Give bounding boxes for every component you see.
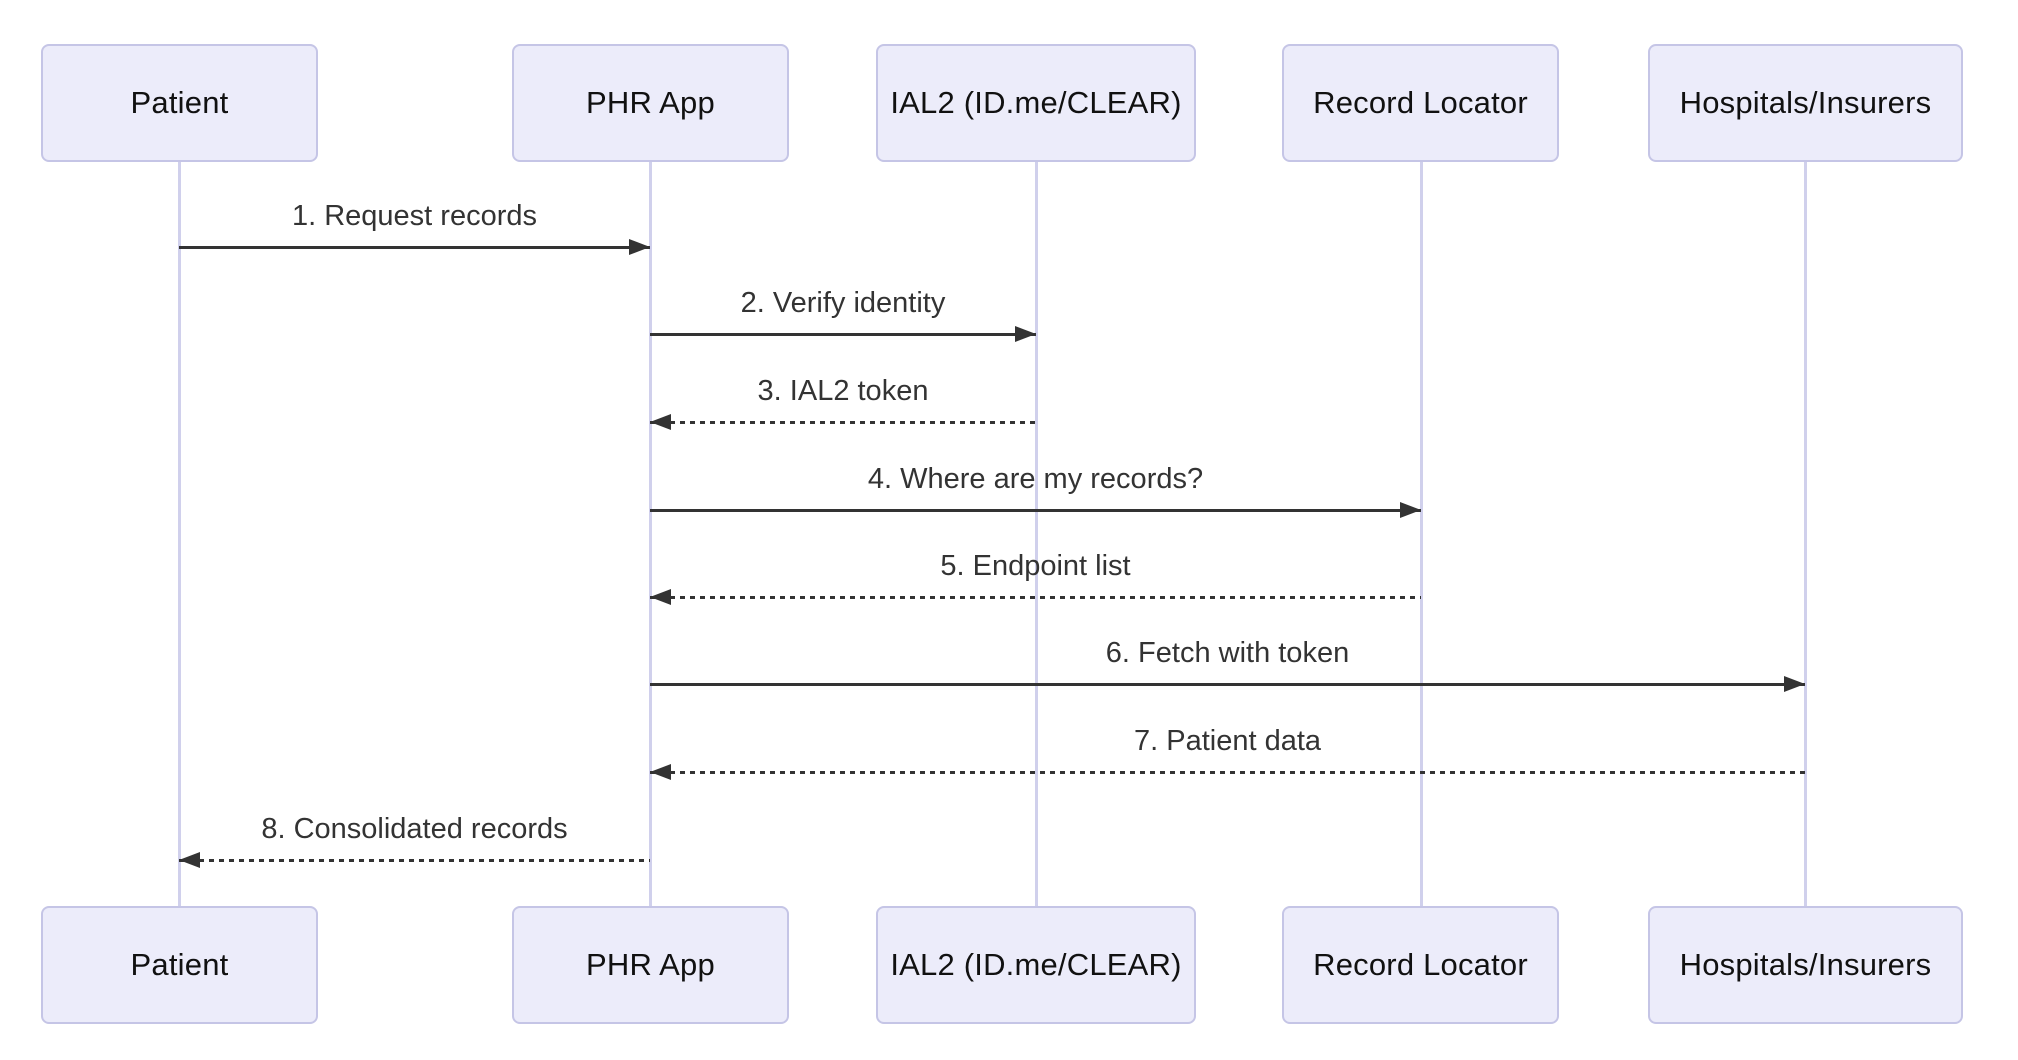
actor-top-phr-app-label: PHR App — [586, 85, 715, 120]
arrowhead-left-icon — [650, 589, 671, 605]
actor-bottom-hospitals-insurers-label: Hospitals/Insurers — [1679, 947, 1932, 982]
actor-top-record-locator: Record Locator — [1282, 44, 1559, 162]
actor-bottom-phr-app: PHR App — [512, 906, 789, 1024]
message-7-label: 7. Patient data — [1133, 725, 1322, 757]
message-4-where-are-my-records: 4. Where are my records? — [650, 461, 1421, 518]
arrowhead-left-icon — [650, 414, 671, 430]
message-4-label: 4. Where are my records? — [867, 463, 1204, 495]
message-1-request-records: 1. Request records — [179, 198, 650, 255]
message-8-label: 8. Consolidated records — [261, 813, 568, 845]
lifeline-phr-app — [649, 162, 652, 908]
message-7-patient-data: 7. Patient data — [650, 723, 1805, 780]
message-3-ial2-token: 3. IAL2 token — [650, 373, 1036, 430]
actor-bottom-hospitals-insurers: Hospitals/Insurers — [1648, 906, 1963, 1024]
actor-top-record-locator-label: Record Locator — [1313, 85, 1528, 120]
message-6-line — [650, 676, 1805, 692]
message-1-line — [179, 239, 650, 255]
actor-bottom-ial2-label: IAL2 (ID.me/CLEAR) — [890, 947, 1182, 982]
actor-bottom-patient-label: Patient — [130, 947, 229, 982]
actor-bottom-record-locator: Record Locator — [1282, 906, 1559, 1024]
message-2-verify-identity: 2. Verify identity — [650, 285, 1036, 342]
message-2-line — [650, 326, 1036, 342]
actor-bottom-record-locator-label: Record Locator — [1313, 947, 1528, 982]
arrowhead-right-icon — [1400, 502, 1421, 518]
message-8-consolidated-records: 8. Consolidated records — [179, 811, 650, 868]
message-6-label: 6. Fetch with token — [1105, 637, 1350, 669]
lifeline-hospitals-insurers — [1804, 162, 1807, 908]
actor-top-patient: Patient — [41, 44, 318, 162]
lifeline-record-locator — [1420, 162, 1423, 908]
actor-bottom-patient: Patient — [41, 906, 318, 1024]
lifeline-patient — [178, 162, 181, 908]
message-8-line — [179, 852, 650, 868]
arrowhead-right-icon — [629, 239, 650, 255]
message-3-label: 3. IAL2 token — [757, 375, 929, 407]
message-4-line — [650, 502, 1421, 518]
lifeline-ial2 — [1035, 162, 1038, 908]
actor-top-hospitals-insurers: Hospitals/Insurers — [1648, 44, 1963, 162]
arrowhead-left-icon — [650, 764, 671, 780]
arrowhead-right-icon — [1784, 676, 1805, 692]
message-7-line — [650, 764, 1805, 780]
message-2-label: 2. Verify identity — [740, 287, 946, 319]
actor-top-ial2: IAL2 (ID.me/CLEAR) — [876, 44, 1196, 162]
message-3-line — [650, 414, 1036, 430]
arrowhead-left-icon — [179, 852, 200, 868]
actor-bottom-phr-app-label: PHR App — [586, 947, 715, 982]
message-5-line — [650, 589, 1421, 605]
message-6-fetch-with-token: 6. Fetch with token — [650, 635, 1805, 692]
message-1-label: 1. Request records — [291, 200, 537, 232]
message-5-label: 5. Endpoint list — [940, 550, 1131, 582]
actor-top-phr-app: PHR App — [512, 44, 789, 162]
arrowhead-right-icon — [1015, 326, 1036, 342]
message-5-endpoint-list: 5. Endpoint list — [650, 548, 1421, 605]
actor-top-patient-label: Patient — [130, 85, 229, 120]
actor-top-ial2-label: IAL2 (ID.me/CLEAR) — [890, 85, 1182, 120]
actor-bottom-ial2: IAL2 (ID.me/CLEAR) — [876, 906, 1196, 1024]
actor-top-hospitals-insurers-label: Hospitals/Insurers — [1679, 85, 1932, 120]
